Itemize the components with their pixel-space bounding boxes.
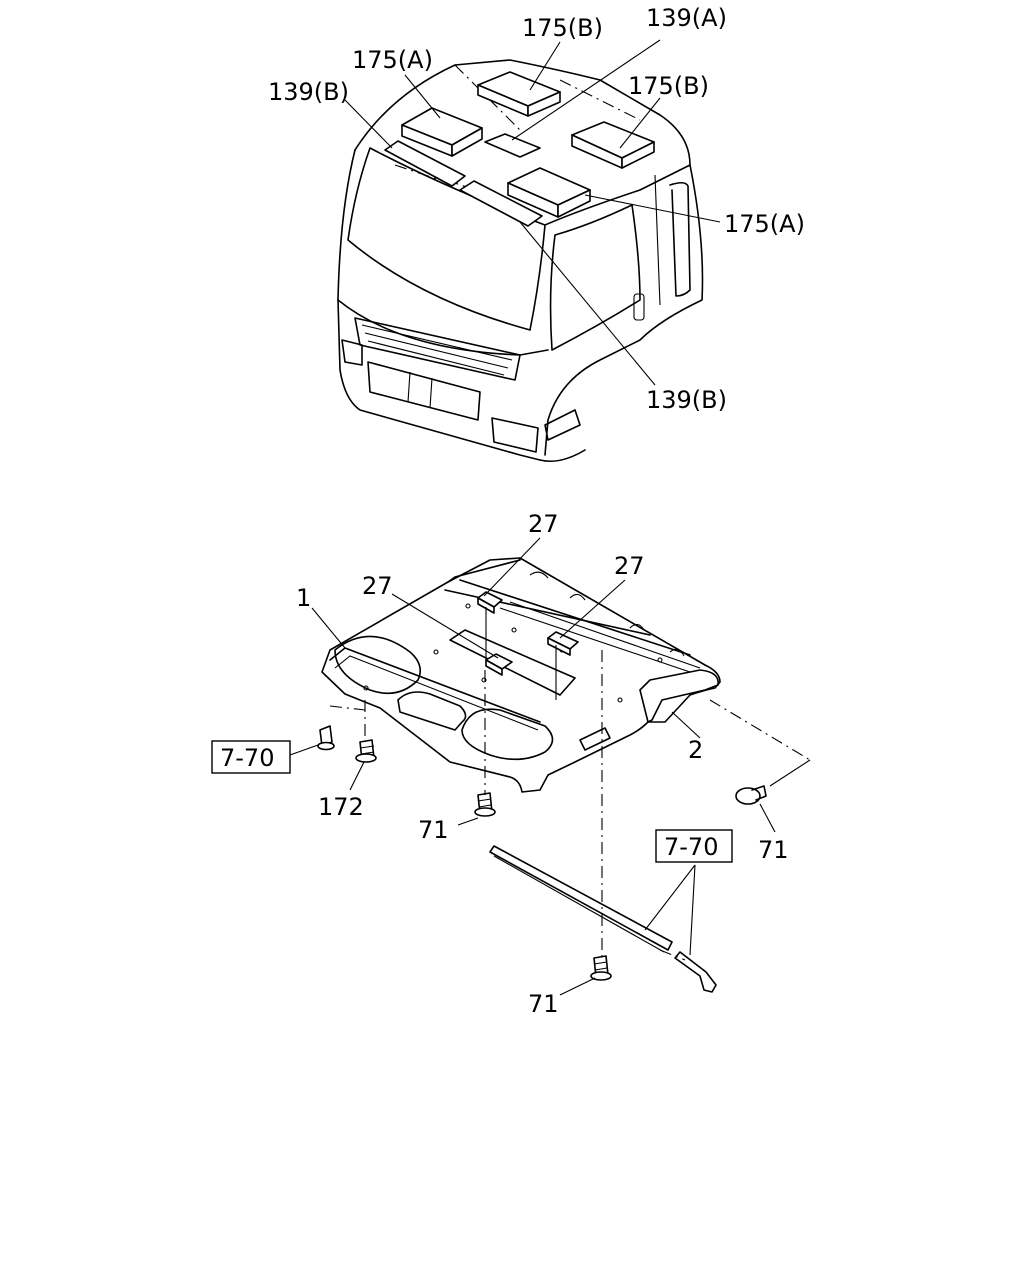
truck-cab-illustration bbox=[337, 59, 704, 463]
clip-71-center bbox=[474, 792, 496, 817]
pad-139a bbox=[484, 133, 541, 158]
label-175b-right: 175(B) bbox=[628, 72, 709, 100]
fasteners bbox=[317, 725, 767, 981]
pad-175a-left bbox=[401, 107, 483, 157]
reference-box-right[interactable]: 7-70 bbox=[655, 829, 733, 863]
pad-175b-right bbox=[571, 121, 655, 169]
blocks-27 bbox=[477, 591, 579, 700]
pad-139b-left bbox=[384, 140, 466, 187]
label-71-bottom: 71 bbox=[528, 990, 559, 1018]
label-71-right: 71 bbox=[758, 836, 789, 864]
label-139b-left: 139(B) bbox=[268, 78, 349, 106]
label-175a-right: 175(A) bbox=[724, 210, 805, 238]
label-139a: 139(A) bbox=[646, 4, 727, 32]
headliner-guides bbox=[329, 650, 811, 961]
top-leader-lines bbox=[344, 39, 721, 386]
pad-175a-right bbox=[507, 167, 591, 218]
bottom-leader-lines bbox=[289, 537, 811, 996]
reference-label-right: 7-70 bbox=[664, 833, 718, 861]
clip-71-right bbox=[735, 785, 767, 805]
callout-labels: 175(B) 139(A) 175(A) 175(B) 139(B) 175(A… bbox=[211, 4, 805, 1018]
label-27-top: 27 bbox=[528, 510, 559, 538]
label-175a-left: 175(A) bbox=[352, 46, 433, 74]
label-2: 2 bbox=[688, 736, 703, 764]
reference-box-left[interactable]: 7-70 bbox=[211, 740, 291, 774]
label-139b-bottom: 139(B) bbox=[646, 386, 727, 414]
clip-71-bottom bbox=[590, 955, 612, 981]
trim-rail bbox=[489, 845, 717, 993]
pad-139b-center bbox=[459, 180, 543, 227]
label-27-right: 27 bbox=[614, 552, 645, 580]
label-172: 172 bbox=[318, 793, 364, 821]
label-1: 1 bbox=[296, 584, 311, 612]
label-27-left: 27 bbox=[362, 572, 393, 600]
roof-pads bbox=[384, 71, 655, 227]
reference-label-left: 7-70 bbox=[220, 744, 274, 772]
label-175b-top: 175(B) bbox=[522, 14, 603, 42]
screw-left bbox=[317, 725, 335, 751]
label-71-center: 71 bbox=[418, 816, 449, 844]
clip-172 bbox=[355, 739, 377, 763]
pad-175b-top bbox=[477, 71, 561, 117]
